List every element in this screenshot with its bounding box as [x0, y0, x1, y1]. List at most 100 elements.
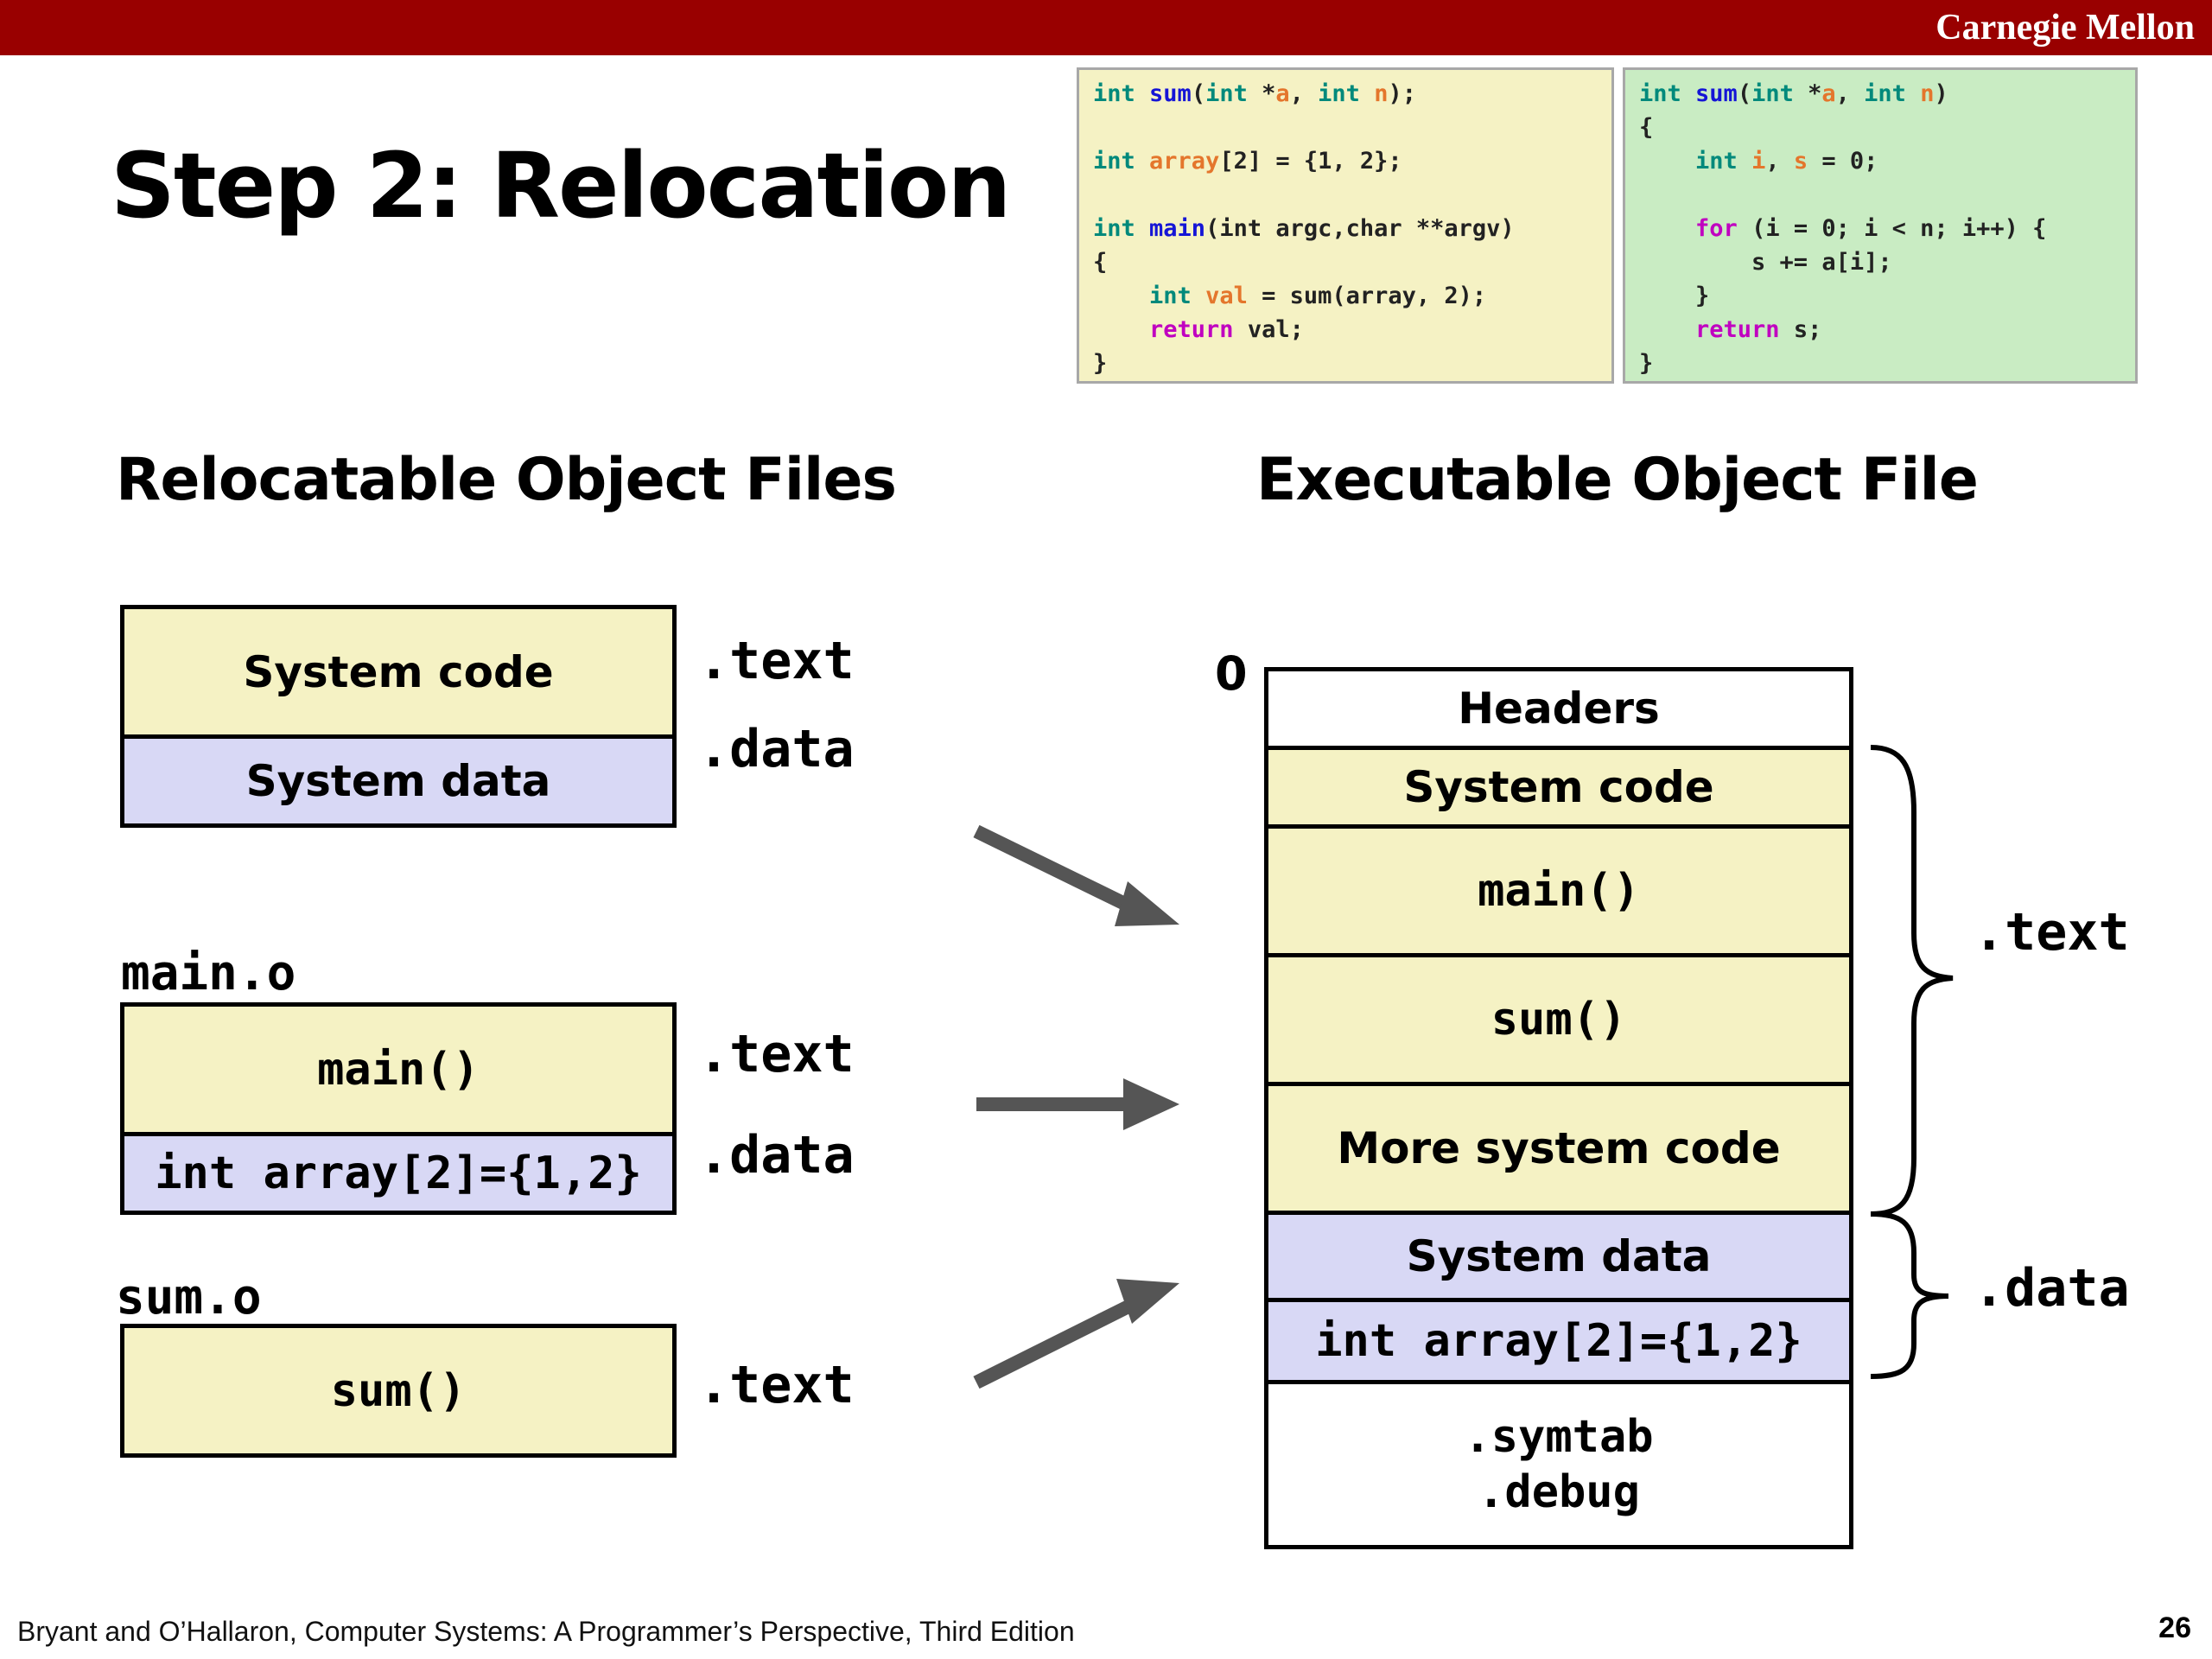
- exec-main-block: main(): [1264, 824, 1853, 957]
- code-token: sum: [1149, 80, 1192, 107]
- code-token: return: [1695, 316, 1780, 343]
- code-token: (: [1737, 80, 1752, 107]
- main-o-data-block: int array[2]={1,2}: [120, 1132, 677, 1215]
- exec-headers-label: Headers: [1458, 683, 1660, 734]
- code-token: int: [1751, 80, 1808, 107]
- left-system-data-label: System data: [245, 756, 551, 806]
- left-system-code-label: System code: [243, 646, 554, 697]
- code-token: ): [1934, 80, 1948, 107]
- code-token: a: [1275, 80, 1290, 107]
- code-token: n: [1374, 80, 1389, 107]
- code-token: {: [1093, 249, 1108, 276]
- code-line: }: [1639, 279, 2135, 313]
- left-system-data-section: .data: [698, 719, 855, 779]
- exec-system-data-label: System data: [1406, 1231, 1712, 1281]
- exec-debug-block: .symtab .debug: [1264, 1380, 1853, 1549]
- exec-array-block: int array[2]={1,2}: [1264, 1298, 1853, 1384]
- code-snippet-sum: int sum(int *a, int n) { int i, s = 0; fo…: [1623, 67, 2138, 384]
- footer-citation: Bryant and O’Hallaron, Computer Systems:…: [17, 1616, 1075, 1647]
- code-line: [1639, 178, 2135, 212]
- code-token: s += a[i];: [1639, 249, 1892, 276]
- code-token: (int argc,char **argv): [1205, 215, 1515, 242]
- code-line: {: [1639, 111, 2135, 144]
- code-token: }: [1639, 283, 1710, 309]
- code-token: int: [1864, 80, 1921, 107]
- code-token: [2] = {1, 2};: [1219, 148, 1402, 175]
- code-line: int sum(int *a, int n): [1639, 77, 2135, 111]
- code-token: int: [1093, 80, 1150, 107]
- page-number: 26: [2158, 1611, 2191, 1644]
- code-token: a: [1821, 80, 1836, 107]
- exec-debug-label: .debug: [1478, 1466, 1640, 1518]
- code-token: *: [1262, 80, 1276, 107]
- text-brace-icon: [1870, 745, 1954, 1217]
- code-token: [1093, 316, 1149, 343]
- exec-headers-block: Headers: [1264, 667, 1853, 750]
- code-token: {: [1639, 114, 1654, 141]
- arrow-middle-icon: [976, 1078, 1179, 1130]
- code-token: ,: [1289, 80, 1319, 107]
- code-line: for (i = 0; i < n; i++) {: [1639, 212, 2135, 245]
- code-line: s += a[i];: [1639, 245, 2135, 279]
- exec-array-label: int array[2]={1,2}: [1315, 1315, 1802, 1367]
- data-brace-icon: [1870, 1211, 1949, 1379]
- main-o-text-section: .text: [698, 1024, 855, 1084]
- main-o-text-block: main(): [120, 1002, 677, 1136]
- exec-more-system-code-label: More system code: [1337, 1123, 1781, 1173]
- code-token: }: [1639, 350, 1654, 377]
- main-o-data-section: .data: [698, 1125, 855, 1185]
- exec-main-label: main(): [1478, 865, 1640, 917]
- exec-more-system-code-block: More system code: [1264, 1082, 1853, 1215]
- code-line: int main(int argc,char **argv): [1093, 212, 1611, 245]
- sum-o-sum-func: sum(): [330, 1364, 467, 1417]
- code-token: int: [1639, 80, 1696, 107]
- slide-title: Step 2: Relocation: [111, 133, 1011, 238]
- code-snippet-main: int sum(int *a, int n); int array[2] = {…: [1077, 67, 1614, 384]
- code-token: val;: [1233, 316, 1304, 343]
- code-token: (: [1191, 80, 1206, 107]
- sum-o-text-block: sum(): [120, 1324, 677, 1458]
- sum-o-label: sum.o: [116, 1269, 262, 1325]
- main-o-label: main.o: [121, 945, 296, 1001]
- code-line: int i, s = 0;: [1639, 144, 2135, 178]
- code-token: int: [1205, 80, 1262, 107]
- code-line: int sum(int *a, int n);: [1093, 77, 1611, 111]
- arrow-bottom-icon: [973, 1279, 1179, 1389]
- code-token: s: [1793, 148, 1808, 175]
- code-token: );: [1388, 80, 1416, 107]
- code-line: int val = sum(array, 2);: [1093, 279, 1611, 313]
- code-token: n: [1920, 80, 1935, 107]
- code-token: main: [1149, 215, 1206, 242]
- code-token: i: [1751, 148, 1766, 175]
- code-token: [1639, 215, 1695, 242]
- exec-system-data-block: System data: [1264, 1211, 1853, 1302]
- main-o-array-decl: int array[2]={1,2}: [155, 1147, 642, 1199]
- code-token: sum: [1695, 80, 1738, 107]
- sum-o-text-section: .text: [698, 1355, 855, 1415]
- exec-data-section-label: .data: [1974, 1258, 2130, 1319]
- left-system-data-block: System data: [120, 734, 677, 828]
- code-token: int: [1695, 148, 1752, 175]
- code-token: int: [1093, 148, 1150, 175]
- code-token: int: [1149, 283, 1206, 309]
- code-token: [1639, 316, 1695, 343]
- exec-system-code-label: System code: [1403, 762, 1714, 812]
- executable-heading: Executable Object File: [1256, 446, 1979, 514]
- main-o-main-func: main(): [317, 1043, 480, 1096]
- exec-system-code-block: System code: [1264, 746, 1853, 829]
- code-token: ,: [1835, 80, 1865, 107]
- code-line: }: [1639, 346, 2135, 380]
- code-token: s;: [1779, 316, 1822, 343]
- code-token: ,: [1765, 148, 1794, 175]
- exec-symtab-label: .symtab: [1464, 1411, 1654, 1463]
- code-token: val: [1205, 283, 1248, 309]
- brand-logo-text: Carnegie Mellon: [1936, 8, 2195, 48]
- code-token: return: [1149, 316, 1234, 343]
- arrow-top-icon: [973, 824, 1179, 926]
- code-line: return s;: [1639, 313, 2135, 346]
- exec-sum-label: sum(): [1491, 994, 1627, 1046]
- address-zero-label: 0: [1215, 646, 1248, 701]
- code-token: array: [1149, 148, 1220, 175]
- code-token: [1639, 148, 1695, 175]
- left-system-code-block: System code: [120, 605, 677, 739]
